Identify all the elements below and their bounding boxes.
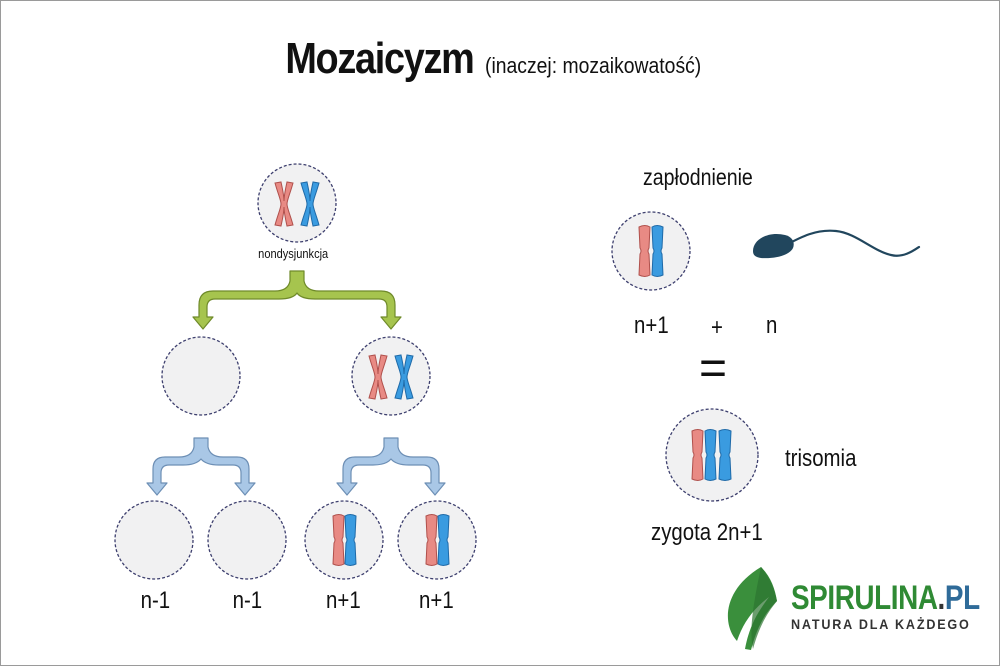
- nondisjunction-label: nondysjunkcja: [258, 246, 329, 261]
- fertilization-label: zapłodnienie: [643, 164, 753, 190]
- pink-chromatid: [638, 225, 651, 277]
- bottom-cell-1: [114, 500, 194, 580]
- egg-cell: [611, 211, 691, 291]
- brand-logo: SPIRULINA.PL NATURA DLA KAŻDEGO: [791, 579, 999, 632]
- bottom-label-3: n+1: [326, 587, 361, 614]
- leaf-logo-icon: [727, 567, 777, 650]
- bottom-cell-2: [207, 500, 287, 580]
- logo-tagline: NATURA DLA KAŻDEGO: [791, 616, 971, 632]
- logo-dot: .: [937, 579, 946, 617]
- bottom-label-1: n-1: [140, 587, 171, 614]
- bottom-label-2: n-1: [232, 587, 263, 614]
- top-cell: [257, 163, 337, 243]
- middle-left-cell: [161, 336, 241, 416]
- pink-chromatid: [425, 514, 438, 566]
- sperm-cell: [753, 229, 921, 259]
- green-split-arrow: [192, 270, 402, 330]
- equals-sign: =: [699, 342, 728, 395]
- blue-split-arrow-right: [336, 437, 446, 496]
- zygote-label: zygota 2n+1: [651, 519, 763, 546]
- sperm-label: n: [766, 312, 778, 339]
- bottom-label-4: n+1: [419, 587, 454, 614]
- pink-chromatid: [691, 429, 704, 481]
- page-title: Mozaicyzm (inaczej: mozaikowatość): [1, 34, 999, 84]
- logo-tld: PL: [944, 579, 980, 617]
- title-main: Mozaicyzm: [284, 34, 474, 83]
- blue-chromatid: [704, 429, 717, 481]
- blue-chromatid: [344, 514, 357, 566]
- title-subtitle: (inaczej: mozaikowatość): [484, 53, 702, 78]
- trisomy-label: trisomia: [785, 445, 857, 472]
- pink-x-chromosome: [274, 181, 294, 227]
- blue-split-arrow-left: [146, 437, 256, 496]
- bottom-cell-4: [397, 500, 477, 580]
- blue-chromatid: [718, 429, 732, 481]
- bottom-cell-3: [304, 500, 384, 580]
- blue-chromatid: [651, 225, 664, 277]
- logo-wordmark: SPIRULINA.PL: [791, 579, 980, 618]
- logo-brand-name: SPIRULINA: [791, 579, 938, 617]
- middle-right-cell: [351, 336, 431, 416]
- blue-x-chromosome: [394, 354, 414, 400]
- blue-chromatid: [437, 514, 450, 566]
- pink-x-chromosome: [368, 354, 388, 400]
- egg-label: n+1: [634, 312, 669, 339]
- plus-sign: +: [711, 314, 723, 341]
- blue-x-chromosome: [300, 181, 320, 227]
- pink-chromatid: [332, 514, 345, 566]
- zygote-cell: [665, 408, 759, 502]
